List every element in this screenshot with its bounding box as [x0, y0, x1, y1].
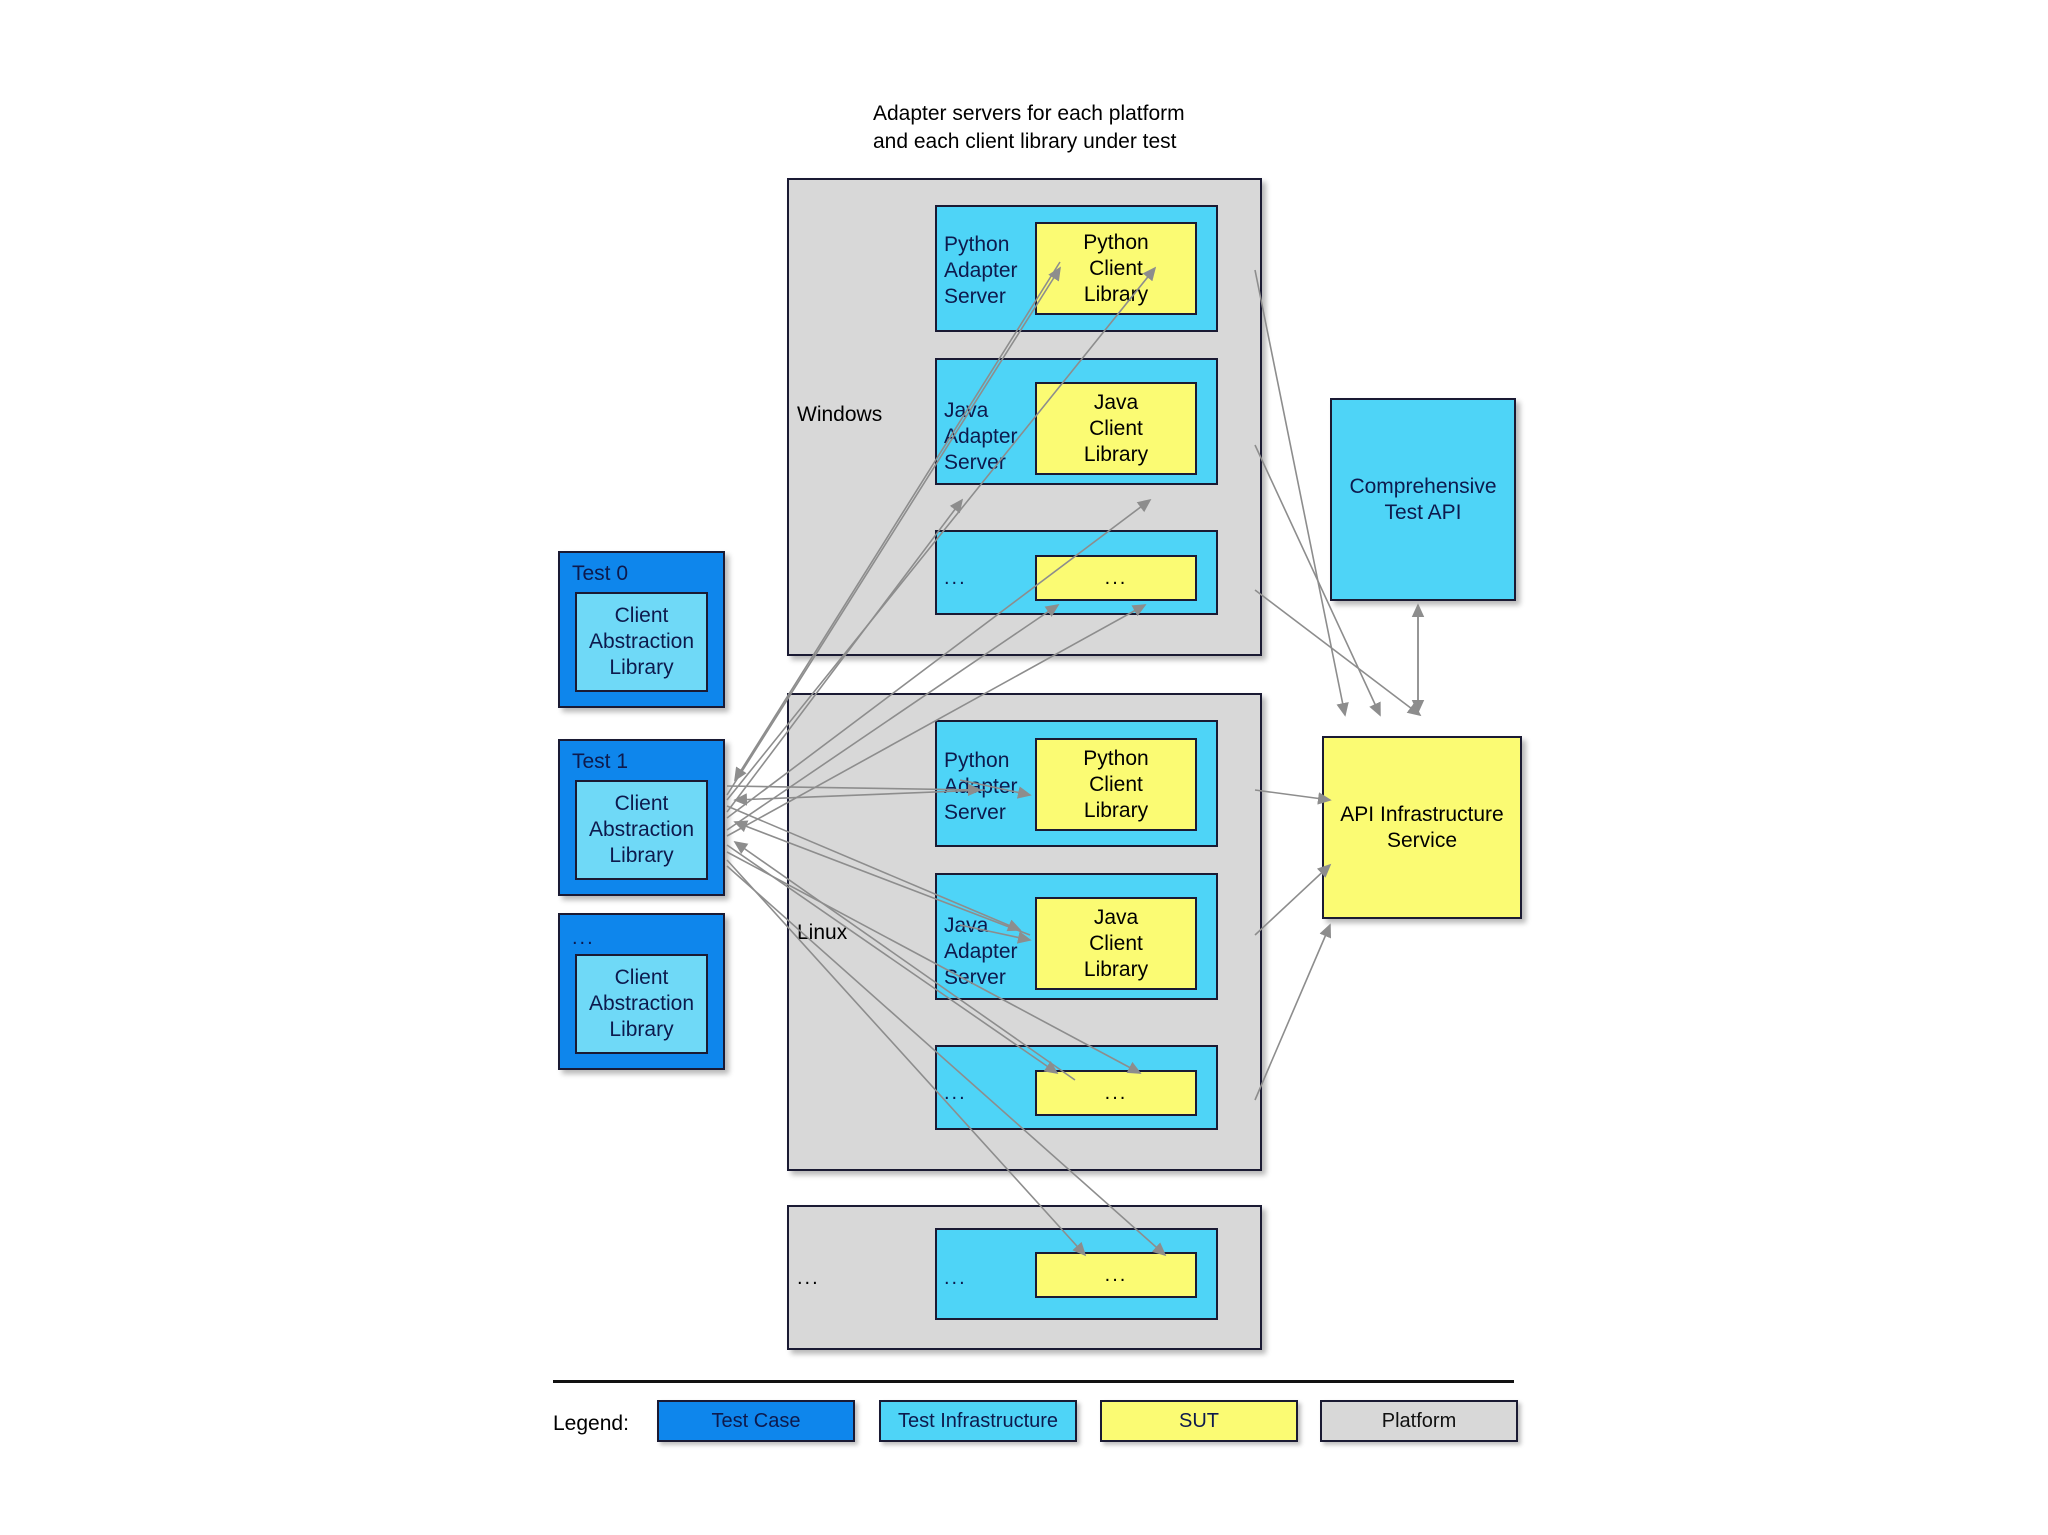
adapter-server-windows-python-label: Python Adapter Server [944, 233, 1018, 308]
legend-chip-test-infrastructure[interactable]: Test Infrastructure [879, 1400, 1077, 1442]
api-infrastructure-service[interactable] [1322, 736, 1522, 919]
client-library-windows-java-label: Java Client Library [1083, 390, 1149, 466]
client-library-other-other-label: ... [1104, 1264, 1128, 1286]
legend-chip-sut[interactable]: SUT [1100, 1400, 1298, 1442]
legend-label: Legend: [553, 1412, 629, 1435]
client-library-other-other[interactable] [1035, 1252, 1197, 1298]
legend-chip-test-case[interactable]: Test Case [657, 1400, 855, 1442]
client-abstraction-library-0[interactable] [575, 592, 708, 692]
platform-windows-label: Windows [797, 403, 883, 426]
client-library-windows-other-label: ... [1104, 567, 1128, 589]
diagram-title: Adapter servers for each platform and ea… [873, 102, 1185, 153]
adapter-server-linux-other-label: ... [944, 1082, 967, 1104]
client-library-linux-python-label: Python Client Library [1083, 746, 1149, 822]
legend-divider [553, 1380, 1514, 1383]
client-abstraction-library-other[interactable] [575, 954, 708, 1054]
api-infrastructure-service-label: API Infrastructure Service [1340, 802, 1504, 852]
test-case-other-title: ... [572, 927, 595, 949]
legend-chip-platform[interactable]: Platform [1320, 1400, 1518, 1442]
test-case-1-title: Test 1 [572, 750, 629, 773]
adapter-server-windows-other-label: ... [944, 567, 967, 589]
client-abstraction-library-1-label: Client Abstraction Library [588, 792, 695, 867]
client-abstraction-library-1[interactable] [575, 780, 708, 880]
client-library-windows-python-label: Python Client Library [1083, 230, 1149, 306]
adapter-server-linux-java-label: Java Adapter Server [944, 914, 1018, 989]
comprehensive-test-api-label: Comprehensive Test API [1349, 474, 1497, 524]
adapter-server-linux-python-label: Python Adapter Server [944, 749, 1018, 824]
platform-linux-label: Linux [797, 921, 848, 944]
adapter-server-windows-java-label: Java Adapter Server [944, 399, 1018, 474]
client-library-linux-other-label: ... [1104, 1082, 1128, 1104]
client-abstraction-library-other-label: Client Abstraction Library [588, 966, 695, 1041]
adapter-server-other-other-label: ... [944, 1267, 967, 1289]
client-library-linux-java-label: Java Client Library [1083, 905, 1149, 981]
test-case-0-title: Test 0 [572, 562, 629, 585]
platform-other-label: ... [797, 1267, 820, 1289]
client-abstraction-library-0-label: Client Abstraction Library [588, 604, 695, 679]
